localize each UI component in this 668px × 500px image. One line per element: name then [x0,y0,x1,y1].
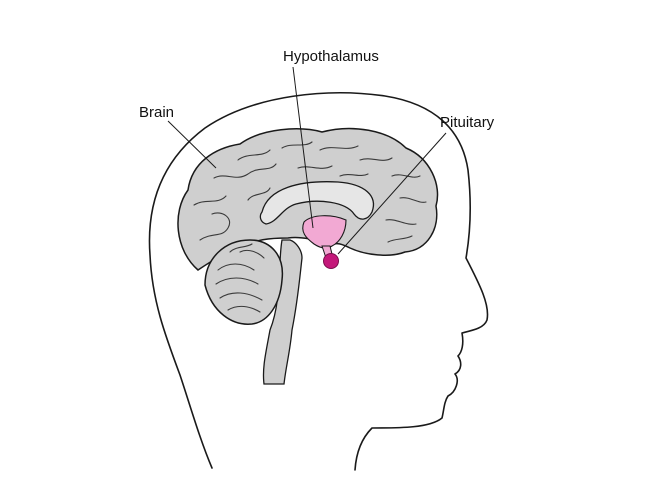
cerebrum-folds [193,141,427,253]
pituitary-gland [323,253,339,269]
pituitary-leader-line [337,132,447,255]
head-outline [148,92,489,471]
corpus-callosum [259,181,375,225]
brain-label: Brain [139,104,174,121]
brain-leader-line [167,120,217,169]
brainstem [262,239,303,385]
cerebellum [204,239,284,325]
hypothalamus-region [302,215,347,249]
pituitary-label: Pituitary [440,114,495,131]
cerebellum-folds [215,249,265,313]
hypothalamus-label: Hypothalamus [283,48,379,65]
hypothalamus-leader-line [292,66,314,229]
